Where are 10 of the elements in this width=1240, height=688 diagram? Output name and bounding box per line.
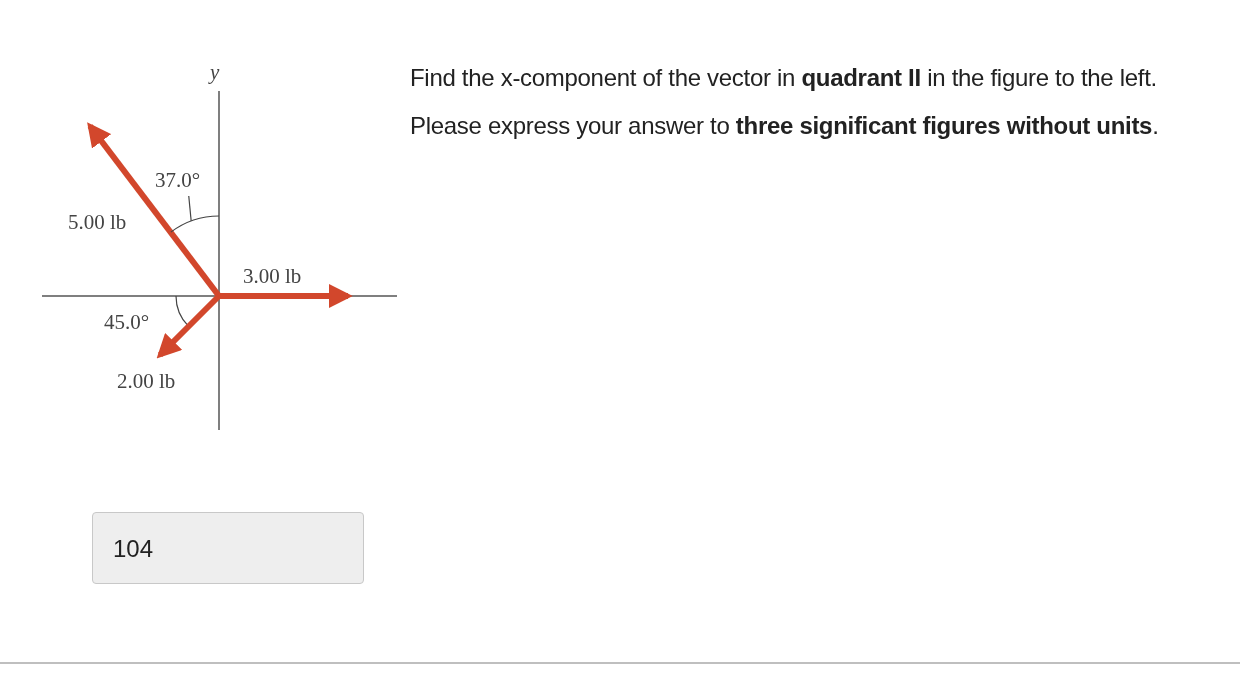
angle-label: 45.0°	[104, 312, 150, 333]
angle-label: 37.0°	[155, 170, 201, 191]
axis-label: y	[210, 62, 220, 83]
force-label: 2.00 lb	[117, 371, 176, 392]
force-label: 5.00 lb	[68, 212, 127, 233]
question-text: Find the x-component of the vector in quadrant II in the figure to the left. Please express your answer to three significant figures without units.	[410, 63, 1160, 141]
leader-line	[188, 195, 192, 222]
force-label: 3.00 lb	[243, 266, 302, 287]
input-field: 104	[92, 512, 364, 584]
angle-arc	[170, 215, 220, 233]
